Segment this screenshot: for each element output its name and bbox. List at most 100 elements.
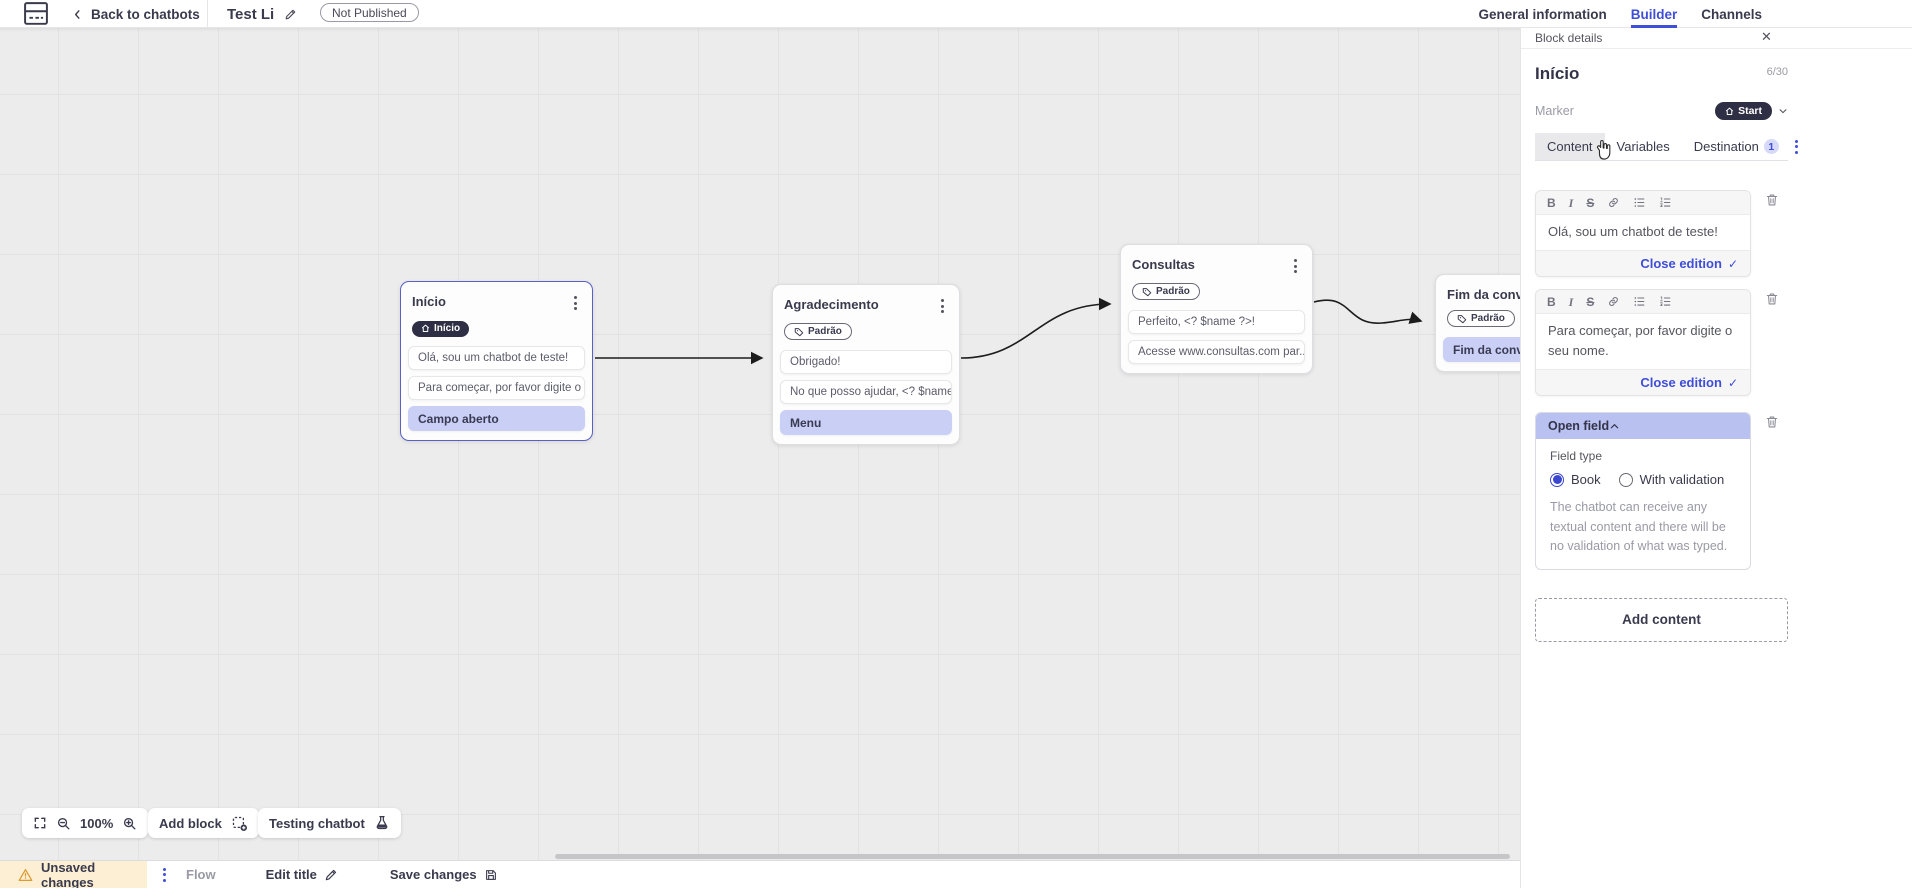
- flow-block-inicio[interactable]: Início Início Olá, sou um chatbot de tes…: [400, 281, 593, 441]
- edit-title-icon[interactable]: [284, 8, 297, 21]
- block-row-message[interactable]: Olá, sou um chatbot de teste!: [408, 346, 585, 370]
- numbered-list-icon[interactable]: [1659, 196, 1672, 209]
- horizontal-scrollbar[interactable]: [555, 854, 1510, 859]
- block-marker-start: Início: [412, 320, 470, 337]
- back-to-chatbots-button[interactable]: Back to chatbots: [72, 0, 200, 28]
- flow-block-agradecimento[interactable]: Agradecimento Padrão Obrigado! No que po…: [772, 284, 960, 445]
- zoom-out-icon[interactable]: [56, 816, 71, 831]
- panel-header-label: Block details: [1535, 31, 1603, 45]
- field-type-label: Field type: [1550, 449, 1603, 464]
- radio-with-validation[interactable]: With validation: [1618, 472, 1725, 488]
- marker-value: Start: [1738, 105, 1762, 117]
- message-editor: B I S Para começar, por favor di: [1535, 289, 1751, 397]
- italic-icon[interactable]: I: [1568, 294, 1574, 309]
- block-row-message[interactable]: Perfeito, <? $name ?>!: [1128, 309, 1305, 334]
- block-title: Fim da conversa: [1447, 287, 1520, 302]
- add-content-button[interactable]: Add content: [1535, 597, 1788, 642]
- tab-destination[interactable]: Destination 1: [1682, 133, 1791, 160]
- strikethrough-icon[interactable]: S: [1586, 195, 1595, 210]
- fullscreen-icon[interactable]: [33, 816, 47, 830]
- radio-book[interactable]: Book: [1550, 472, 1601, 487]
- status-badge: Not Published: [320, 3, 419, 22]
- italic-icon[interactable]: I: [1568, 195, 1574, 210]
- flow-block-consultas[interactable]: Consultas Padrão Perfeito, <? $name ?>! …: [1120, 244, 1313, 374]
- block-row-message[interactable]: Para começar, por favor digite o ...: [408, 376, 585, 400]
- zoom-in-icon[interactable]: [122, 816, 137, 831]
- block-row-menu[interactable]: Menu: [780, 409, 952, 435]
- marker-select[interactable]: Start: [1715, 102, 1788, 120]
- home-icon: [1725, 107, 1734, 116]
- check-icon: ✓: [1727, 375, 1738, 390]
- chatbot-title-text: Test Li: [227, 5, 275, 23]
- block-menu-icon[interactable]: [570, 294, 581, 312]
- testing-chatbot-label: Testing chatbot: [269, 815, 365, 831]
- numbered-list-icon[interactable]: [1659, 295, 1672, 308]
- tab-builder[interactable]: Builder: [1630, 0, 1678, 28]
- block-name-input[interactable]: Início: [1535, 64, 1580, 83]
- strikethrough-icon[interactable]: S: [1586, 294, 1595, 309]
- editor-toolbar: B I S: [1536, 290, 1750, 315]
- zoom-toolbar: 100%: [22, 808, 149, 838]
- chevron-up-icon: [1609, 421, 1620, 432]
- destination-count-badge: 1: [1763, 139, 1779, 154]
- back-label: Back to chatbots: [91, 6, 200, 22]
- save-changes-button[interactable]: Save changes: [390, 867, 498, 882]
- link-icon[interactable]: [1607, 295, 1620, 308]
- connection-arrows: [595, 297, 1423, 365]
- close-edition-button[interactable]: Close edition ✓: [1536, 250, 1750, 277]
- tab-general-information[interactable]: General information: [1478, 6, 1607, 22]
- edit-title-button[interactable]: Edit title: [266, 867, 338, 882]
- tab-content[interactable]: Content: [1535, 133, 1605, 160]
- block-row-end[interactable]: Fim da conversa: [1443, 336, 1520, 362]
- block-title: Consultas: [1132, 257, 1195, 272]
- pencil-icon: [324, 868, 338, 882]
- tab-variables[interactable]: Variables: [1616, 139, 1670, 154]
- open-field-title: Open field: [1548, 419, 1610, 434]
- testing-chatbot-button[interactable]: Testing chatbot: [258, 808, 401, 838]
- link-icon[interactable]: [1607, 196, 1620, 209]
- open-field-header[interactable]: Open field: [1536, 413, 1750, 440]
- unsaved-changes-indicator: Unsaved changes: [0, 860, 147, 888]
- message-text[interactable]: Para começar, por favor digite o seu nom…: [1548, 323, 1733, 359]
- close-edition-button[interactable]: Close edition ✓: [1536, 369, 1750, 396]
- flow-canvas[interactable]: Início Início Olá, sou um chatbot de tes…: [0, 28, 1520, 860]
- tab-channels[interactable]: Channels: [1701, 6, 1762, 22]
- flow-selector[interactable]: Flow: [186, 867, 216, 882]
- warning-triangle-icon: [18, 868, 33, 882]
- block-details-panel: Block details ✕ Início 6/30 Marker Start: [1520, 28, 1912, 888]
- block-menu-icon[interactable]: [937, 297, 948, 315]
- bullet-list-icon[interactable]: [1633, 196, 1646, 209]
- block-row-message[interactable]: Acesse www.consultas.com par...: [1128, 339, 1305, 364]
- close-edition-label: Close edition: [1640, 256, 1722, 272]
- marker-label: Marker: [1535, 104, 1574, 118]
- add-block-icon: [231, 815, 248, 832]
- add-block-button[interactable]: Add block: [148, 808, 259, 838]
- zoom-level: 100%: [80, 815, 114, 831]
- block-marker-padrao: Padrão: [1447, 310, 1515, 327]
- topbar-divider: [207, 0, 208, 28]
- message-text[interactable]: Olá, sou um chatbot de teste!: [1548, 224, 1718, 239]
- block-row-message[interactable]: Obrigado!: [780, 349, 952, 374]
- bullet-list-icon[interactable]: [1633, 295, 1646, 308]
- chevron-left-icon: [72, 9, 83, 20]
- flow-block-fim-da-conversa[interactable]: Fim da conversa Padrão Fim da conversa: [1435, 274, 1520, 372]
- trash-icon[interactable]: [1765, 291, 1779, 307]
- panel-menu-icon[interactable]: [1791, 138, 1802, 156]
- trash-icon[interactable]: [1765, 414, 1779, 430]
- flask-icon: [374, 815, 390, 831]
- radio-with-validation-label: With validation: [1639, 472, 1725, 488]
- chevron-down-icon: [1778, 106, 1788, 116]
- block-row-message[interactable]: No que posso ajudar, <? $name ...: [780, 379, 952, 404]
- name-char-counter: 6/30: [1766, 66, 1788, 78]
- radio-book-label: Book: [1571, 472, 1601, 488]
- add-block-label: Add block: [159, 815, 222, 831]
- edit-title-label: Edit title: [265, 867, 317, 882]
- statusbar-menu-icon[interactable]: [159, 866, 170, 884]
- block-row-open-field[interactable]: Campo aberto: [408, 406, 585, 431]
- trash-icon[interactable]: [1765, 192, 1779, 208]
- bold-icon[interactable]: B: [1547, 195, 1556, 210]
- bold-icon[interactable]: B: [1547, 294, 1556, 309]
- block-menu-icon[interactable]: [1290, 257, 1301, 275]
- editor-toolbar: B I S: [1536, 191, 1750, 215]
- close-icon[interactable]: ✕: [1761, 29, 1772, 44]
